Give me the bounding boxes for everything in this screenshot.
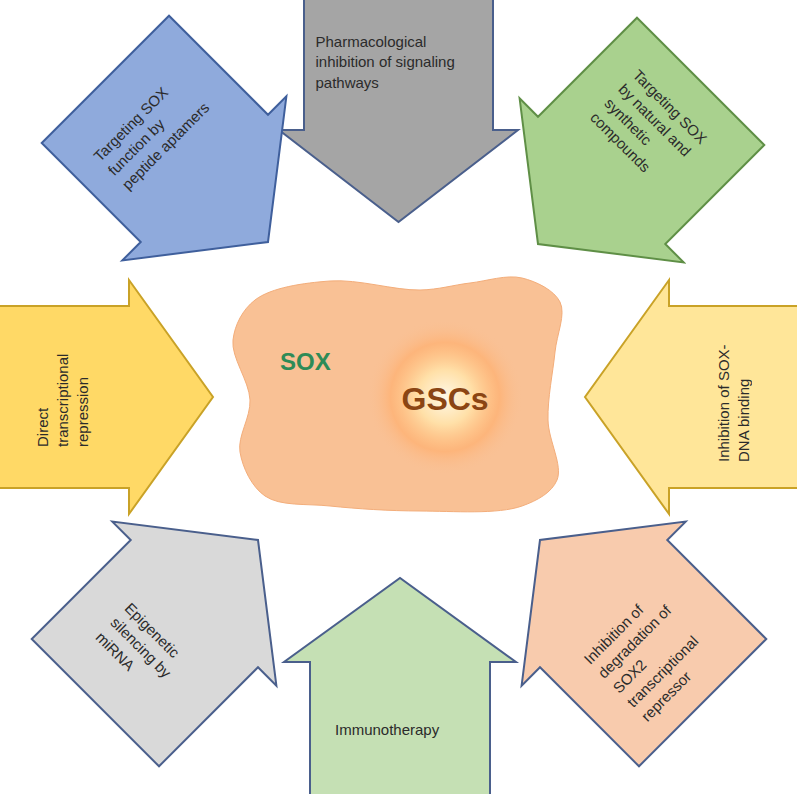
arrow-outline <box>585 280 797 514</box>
strategy-arrow: Epigenetic silencing by miRNA <box>13 458 340 785</box>
arrow-outline <box>0 280 213 514</box>
cell-label: SOX <box>280 349 331 375</box>
arrow-shape <box>284 578 516 794</box>
arrow-outline <box>13 458 340 785</box>
arrow-shape <box>13 458 340 785</box>
arrow-shape <box>0 280 213 514</box>
strategy-arrow: Targeting SOX function by peptide aptame… <box>23 0 350 324</box>
arrow-shape <box>585 280 797 514</box>
arrow-label: Immunotherapy <box>335 720 465 740</box>
stem-cell-glow <box>367 319 523 475</box>
tumor-cell: SOX GSCs <box>230 272 565 514</box>
arrow-label: Direct transcriptional repression <box>33 347 94 447</box>
arrow-outline <box>279 0 518 222</box>
strategy-arrow: Immunotherapy <box>284 578 516 794</box>
arrow-outline <box>284 578 516 794</box>
strategy-arrow: Direct transcriptional repression <box>0 280 213 514</box>
cell-outline <box>233 277 562 512</box>
arrow-shape <box>23 0 350 324</box>
cell-label: GSCs <box>402 382 489 417</box>
arrow-label: Pharmacological inhibition of signaling … <box>316 32 481 93</box>
arrow-outline <box>23 0 350 324</box>
strategy-arrow: Inhibition of SOX-DNA binding <box>585 280 797 514</box>
arrow-outline <box>458 458 785 785</box>
strategy-arrow: Pharmacological inhibition of signaling … <box>279 0 518 222</box>
arrow-label: Inhibition of SOX-DNA binding <box>715 332 756 462</box>
cell-shape <box>230 272 565 514</box>
